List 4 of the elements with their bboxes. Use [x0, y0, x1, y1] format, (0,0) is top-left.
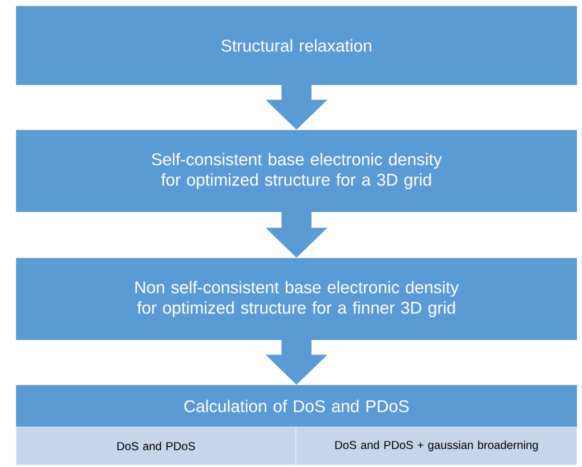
- table-cell: DoS and PDoS: [16, 426, 296, 466]
- process-box: Structural relaxation: [16, 6, 577, 85]
- table-cell: DoS and PDoS + gaussian broaderning: [296, 426, 578, 466]
- process-box: Calculation of DoS and PDoS: [16, 385, 577, 427]
